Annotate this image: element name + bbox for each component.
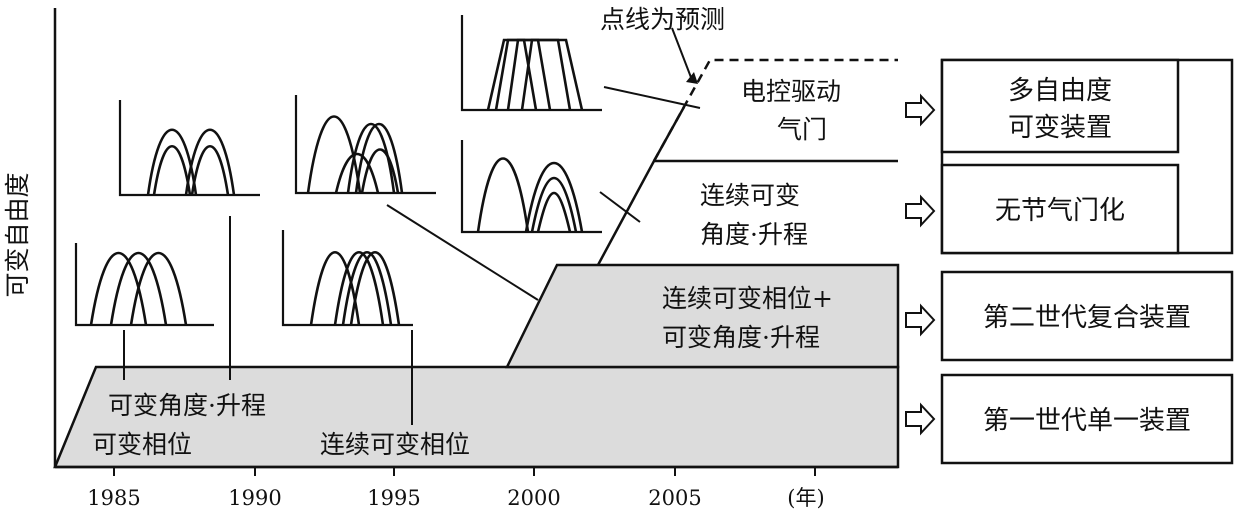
x-tick-2000: 2000 bbox=[507, 486, 560, 510]
electric-valve-solid-segment bbox=[652, 106, 686, 162]
label-electric-valve-1: 电控驱动 bbox=[741, 77, 841, 106]
arrow-icon bbox=[905, 194, 936, 228]
forecast-note: 点线为预测 bbox=[600, 5, 725, 34]
label-variable-phase: 可变相位 bbox=[92, 430, 192, 459]
lift-plot-variable-phase bbox=[74, 243, 214, 327]
box-throttleless bbox=[940, 163, 1180, 255]
arrow-icon bbox=[905, 402, 936, 436]
forecast-arrowhead bbox=[686, 72, 698, 84]
x-tick-labels: 1985 1990 1995 2000 2005 (年) bbox=[87, 486, 824, 510]
second-gen-band bbox=[504, 263, 900, 369]
x-tick-2005: 2005 bbox=[648, 486, 701, 510]
label-angle-lift-1: 连续可变 bbox=[700, 181, 800, 210]
x-tick-1990: 1990 bbox=[228, 486, 281, 510]
arrow-icon bbox=[905, 303, 936, 337]
x-tick-1995: 1995 bbox=[367, 486, 420, 510]
lift-plot-continuous-phase-angle bbox=[294, 95, 436, 195]
lift-plot-continuous-phase bbox=[281, 230, 413, 327]
label-electric-valve-2: 气门 bbox=[777, 115, 827, 144]
lift-plot-continuous-angle-lift bbox=[460, 140, 602, 234]
box-second-gen bbox=[940, 270, 1234, 362]
leader-lines bbox=[123, 27, 701, 425]
lift-plot-electric-valve bbox=[460, 15, 602, 112]
generation-arrows bbox=[905, 93, 936, 436]
label-continuous-variable-phase: 连续可变相位 bbox=[320, 430, 470, 459]
gen-second: 第二世代复合装置 bbox=[983, 303, 1191, 333]
gen-first: 第一世代单一装置 bbox=[983, 406, 1191, 436]
x-tick-1985: 1985 bbox=[87, 486, 140, 510]
gen-multi-dof-line2: 可变装置 bbox=[1008, 113, 1112, 143]
gen-throttleless: 无节气门化 bbox=[995, 196, 1125, 226]
generation-boxes bbox=[940, 58, 1234, 465]
label-variable-angle-lift: 可变角度·升程 bbox=[108, 391, 266, 420]
continuous-angle-lift-step bbox=[596, 159, 898, 266]
box-first-gen bbox=[940, 373, 1234, 465]
x-unit-label: (年) bbox=[787, 486, 824, 510]
x-tick-marks bbox=[113, 467, 816, 476]
label-phase-plus-angle-1: 连续可变相位+ bbox=[662, 284, 833, 313]
label-angle-lift-2: 角度·升程 bbox=[700, 220, 808, 249]
arrow-icon bbox=[905, 93, 936, 127]
gen-multi-dof-line1: 多自由度 bbox=[1008, 76, 1112, 106]
lift-plot-variable-angle-lift bbox=[118, 100, 260, 197]
label-phase-plus-angle-2: 可变角度·升程 bbox=[662, 323, 820, 352]
box-multi-dof bbox=[940, 58, 1180, 154]
y-axis-label: 可变自由度 bbox=[3, 172, 32, 297]
